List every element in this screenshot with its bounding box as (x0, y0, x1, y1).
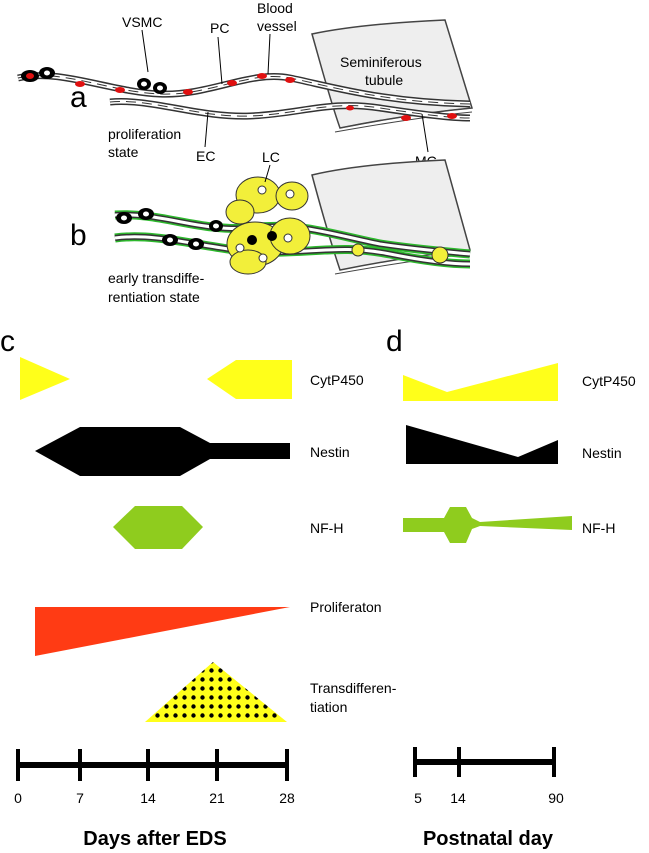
d-nfh-shape (403, 507, 572, 543)
panel-d-letter: d (386, 325, 403, 358)
d-axis-title: Postnatal day (423, 828, 554, 850)
d-tick-14: 14 (450, 790, 466, 806)
label-tubule-1: Seminiferous (340, 54, 422, 70)
c-transdiff-shape (145, 662, 287, 722)
label-prolif-2: state (108, 144, 139, 160)
d-cytp450-shape (403, 363, 558, 401)
c-cytp450-early (20, 357, 70, 400)
panel-c-letter: c (0, 325, 15, 358)
c-proliferation-shape (35, 607, 290, 656)
c-tick-21: 21 (209, 790, 225, 806)
vsmc-cells-a (21, 67, 457, 121)
d-tick-90: 90 (548, 790, 564, 806)
c-axis (16, 749, 289, 781)
c-label-proliferation: Proliferaton (310, 599, 382, 615)
d-label-cytp450: CytP450 (582, 373, 636, 389)
label-early-1: early transdiffe- (108, 270, 205, 286)
panel-b-letter: b (70, 219, 87, 252)
c-label-nfh: NF-H (310, 520, 343, 536)
d-nestin-shape (406, 425, 558, 464)
label-prolif-1: proliferation (108, 126, 181, 142)
panel-b: b (70, 149, 471, 305)
c-label-nestin: Nestin (310, 444, 350, 460)
label-tubule-2: tubule (365, 72, 403, 88)
d-axis (413, 747, 556, 777)
c-label-cytp450: CytP450 (310, 372, 364, 388)
label-blood-1: Blood (257, 0, 293, 16)
c-nestin-shape (35, 427, 290, 476)
c-tick-7: 7 (76, 790, 84, 806)
c-tick-14: 14 (140, 790, 156, 806)
label-ec: EC (196, 148, 215, 164)
label-pc: PC (210, 20, 229, 36)
label-lc: LC (262, 149, 280, 165)
label-blood-2: vessel (257, 18, 297, 34)
c-tick-0: 0 (14, 790, 22, 806)
d-label-nfh: NF-H (582, 520, 615, 536)
c-label-transdiff-1: Transdifferen- (310, 680, 397, 696)
c-label-transdiff-2: tiation (310, 699, 347, 715)
panel-a-letter: a (70, 81, 87, 114)
c-tick-28: 28 (279, 790, 295, 806)
c-nfh-shape (113, 506, 203, 549)
panel-c: c CytP450 Nestin NF-H Proliferaton Trans… (0, 325, 397, 850)
c-axis-title: Days after EDS (83, 828, 226, 850)
c-cytp450-late (207, 360, 292, 399)
panel-a: a VSMC PC (17, 0, 473, 169)
vsmc-cells-b (116, 208, 223, 250)
lc-cluster (225, 176, 449, 275)
panel-d: d CytP450 Nestin NF-H 5 14 90 Postnatal … (386, 325, 636, 850)
d-label-nestin: Nestin (582, 445, 622, 461)
label-early-2: rentiation state (108, 289, 200, 305)
label-vsmc: VSMC (122, 14, 162, 30)
d-tick-5: 5 (414, 790, 422, 806)
